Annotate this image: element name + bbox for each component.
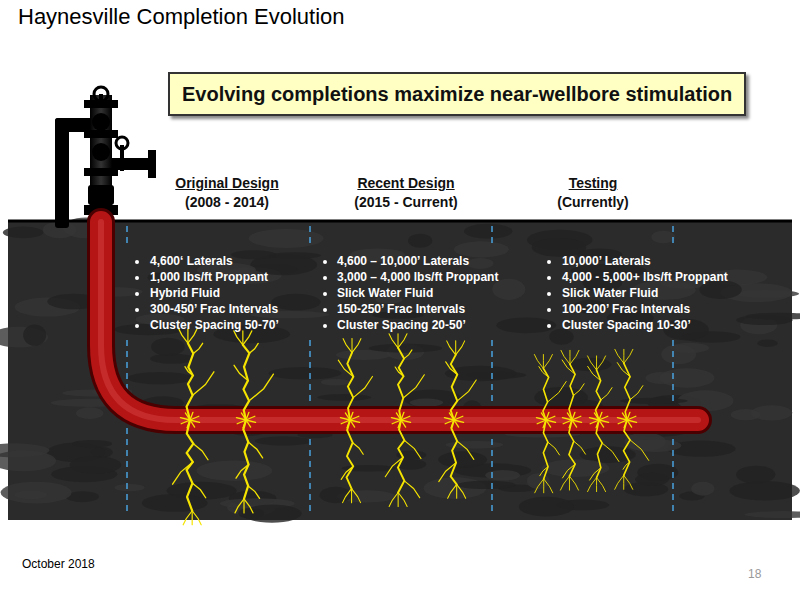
wellhead	[55, 87, 156, 228]
bullet-dot	[323, 260, 327, 264]
design-parameter: 4,000 - 5,000+ lbs/ft Proppant	[562, 270, 728, 284]
bullet-dot	[323, 324, 327, 328]
bullet-dot	[547, 324, 551, 328]
design-parameter: 150-250’ Frac Intervals	[337, 302, 465, 316]
bullet-dot	[547, 308, 551, 312]
design-parameter: 4,600 – 10,000’ Laterals	[337, 254, 469, 268]
date-note: October 2018	[22, 557, 95, 571]
design-parameter: Hybrid Fluid	[150, 286, 220, 300]
bullet-dot	[135, 308, 139, 312]
design-parameter: Cluster Spacing 20-50’	[337, 318, 466, 332]
column-heading: Recent Design	[357, 175, 454, 191]
column-heading: Testing	[569, 175, 618, 191]
fractures	[173, 329, 649, 525]
design-parameter: 3,000 – 4,000 lbs/ft Proppant	[337, 270, 498, 284]
column-period: (2008 - 2014)	[185, 194, 269, 210]
slide-title: Haynesville Completion Evolution	[18, 4, 345, 30]
wellbore	[101, 222, 698, 420]
rock-texture	[0, 217, 800, 522]
design-parameter: Slick Water Fluid	[562, 286, 658, 300]
column-period: (2015 - Current)	[354, 194, 457, 210]
design-parameter: 1,000 lbs/ft Proppant	[150, 270, 268, 284]
design-parameter: Cluster Spacing 50-70’	[150, 318, 279, 332]
column-heading: Original Design	[175, 175, 278, 191]
bullet-dot	[547, 292, 551, 296]
bullet-dot	[323, 292, 327, 296]
bullet-dot	[135, 292, 139, 296]
bullet-dot	[135, 260, 139, 264]
headline-banner: Evolving completions maximize near-wellb…	[168, 72, 746, 116]
rock-ground	[8, 222, 792, 520]
bullet-dot	[323, 308, 327, 312]
headline-text: Evolving completions maximize near-wellb…	[182, 83, 732, 106]
design-parameter: 300-450’ Frac Intervals	[150, 302, 278, 316]
design-parameter: 100-200’ Frac Intervals	[562, 302, 690, 316]
design-parameter: Cluster Spacing 10-30’	[562, 318, 691, 332]
page-number: 18	[748, 567, 761, 581]
design-parameter: 10,000’ Laterals	[562, 254, 651, 268]
bullet-dot	[135, 276, 139, 280]
bullet-dot	[547, 260, 551, 264]
column-period: (Currently)	[557, 194, 629, 210]
ground-line	[8, 220, 792, 223]
bullet-dot	[323, 276, 327, 280]
stage-dividers	[127, 226, 673, 512]
bullet-dot	[547, 276, 551, 280]
bullet-dot	[135, 324, 139, 328]
design-parameter: 4,600‘ Laterals	[150, 254, 233, 268]
design-parameter: Slick Water Fluid	[337, 286, 433, 300]
